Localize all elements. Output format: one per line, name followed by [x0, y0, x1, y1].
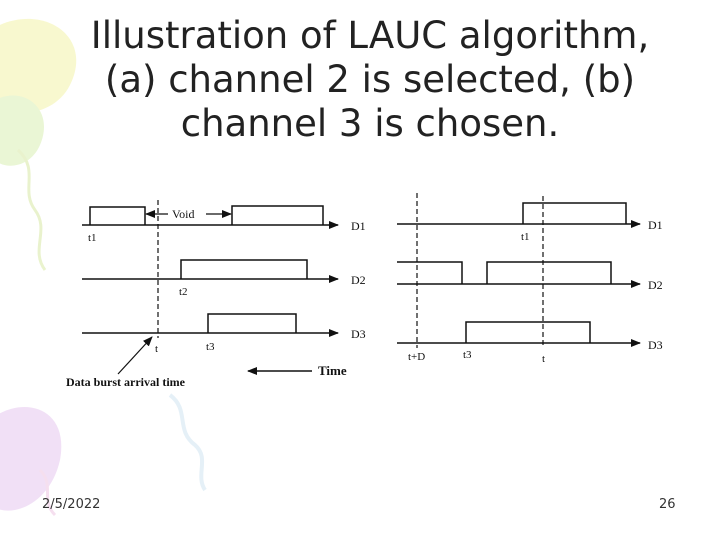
arrival-pointer-arrow: [117, 336, 153, 375]
burst-d1-first-a: [89, 206, 146, 225]
page-number: 26: [659, 497, 676, 512]
t-label-a: t: [155, 343, 158, 355]
burst-d1-b: [522, 202, 627, 224]
t2-label-a: t2: [179, 286, 188, 298]
void-label: Void: [172, 207, 194, 221]
d3-label-b: D3: [648, 338, 663, 352]
time-axis-label: Time: [318, 363, 347, 378]
d2-label-a: D2: [351, 273, 366, 287]
swirl-decoration: [16, 148, 47, 271]
swirl-pink-decoration: [38, 468, 57, 517]
d1-label-b: D1: [648, 218, 663, 232]
panel-b: D1 t1 D2 D3 t3 t t+D: [397, 193, 663, 365]
t-label-b: t: [542, 353, 545, 365]
title-line-1: Illustration of LAUC algorithm,: [90, 14, 650, 57]
burst-d2-second-b: [486, 261, 612, 284]
balloon-green-decoration: [0, 95, 44, 166]
d1-label-a: D1: [351, 219, 366, 233]
t3-label-a: t3: [206, 341, 215, 353]
t1-label-a: t1: [88, 232, 97, 244]
footer-date: 2/5/2022: [42, 497, 101, 512]
t-plus-d-label-b: t+D: [408, 351, 425, 363]
burst-d3-b: [465, 321, 591, 343]
slide-title: Illustration of LAUC algorithm, (a) chan…: [40, 14, 700, 146]
t1-label-b: t1: [521, 231, 530, 243]
burst-d1-second-a: [231, 205, 324, 225]
burst-d3-a: [207, 313, 297, 333]
burst-d2-first-b: [397, 261, 463, 284]
swirl-blue-decoration: [168, 393, 207, 492]
d2-label-b: D2: [648, 278, 663, 292]
d3-label-a: D3: [351, 327, 366, 341]
title-line-3: channel 3 is chosen.: [180, 102, 560, 145]
balloon-yellow-decoration: [0, 19, 77, 114]
panel-a: Void D1 t1 D2 t2 D3 t3 t Data burst arri…: [66, 200, 366, 389]
arrival-label: Data burst arrival time: [66, 375, 186, 389]
title-line-2: (a) channel 2 is selected, (b): [104, 58, 636, 101]
t3-label-b: t3: [463, 349, 472, 361]
burst-d2-a: [180, 259, 308, 279]
